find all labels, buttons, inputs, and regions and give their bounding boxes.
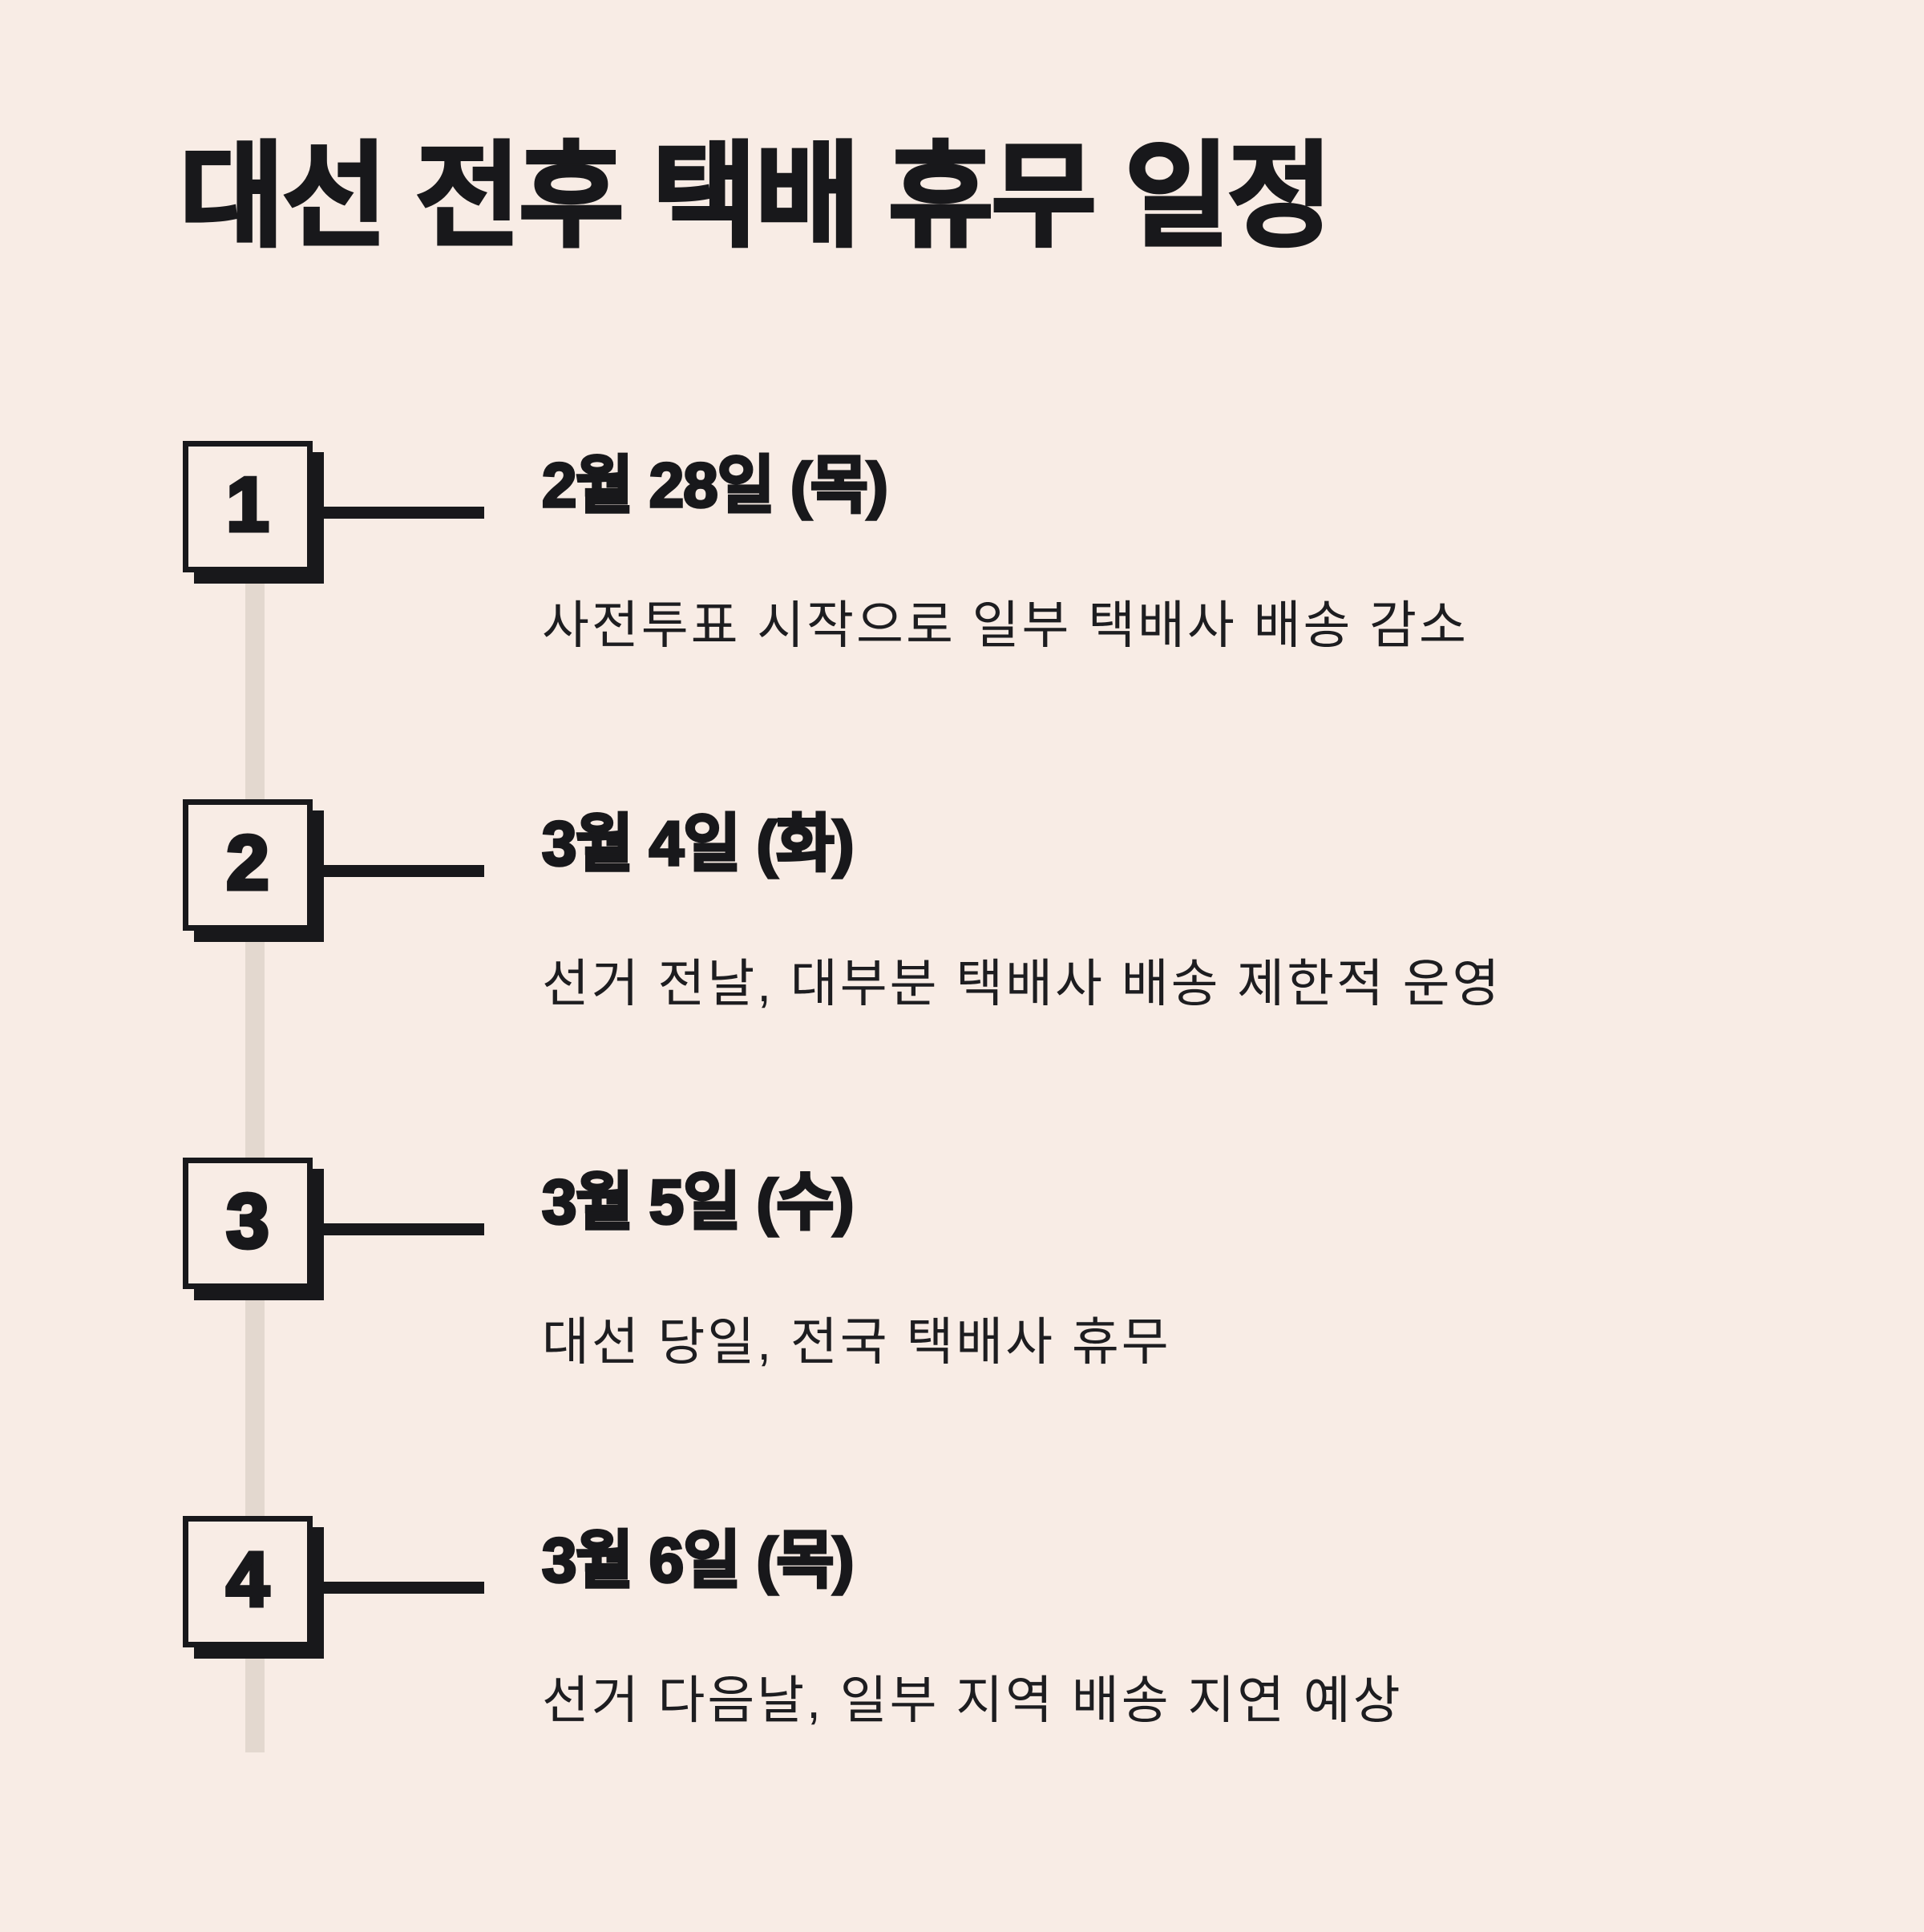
timeline-step-marker[interactable]: 3 (183, 1158, 324, 1300)
step-number: 2 (224, 820, 271, 906)
timeline-item-description: 선거 다음날, 일부 지역 배송 지연 예상 (542, 1671, 1403, 1729)
timeline-item-date: 2월 28일 (목) (540, 450, 889, 520)
connector-line (324, 507, 484, 519)
marker-box[interactable]: 1 (183, 441, 313, 572)
timeline-step-marker[interactable]: 2 (183, 799, 324, 942)
timeline-item-description: 사전투표 시작으로 일부 택배사 배송 감소 (542, 596, 1469, 654)
connector-line (324, 865, 484, 877)
connector-line (324, 1223, 484, 1235)
marker-box[interactable]: 3 (183, 1158, 313, 1289)
timeline-item-date: 3월 5일 (수) (540, 1166, 855, 1237)
timeline-item-description: 대선 당일, 전국 택배사 휴무 (542, 1313, 1171, 1371)
step-number: 4 (224, 1537, 271, 1623)
timeline-item-description: 선거 전날, 대부분 택배사 배송 제한적 운영 (542, 955, 1502, 1012)
timeline-step-marker[interactable]: 1 (183, 441, 324, 584)
page-title: 대선 전후 택배 휴무 일정 (178, 132, 1334, 261)
marker-box[interactable]: 4 (183, 1516, 313, 1647)
marker-box[interactable]: 2 (183, 799, 313, 931)
step-number: 3 (224, 1178, 271, 1264)
connector-line (324, 1582, 484, 1594)
timeline-step-marker[interactable]: 4 (183, 1516, 324, 1659)
timeline-item-date: 3월 4일 (화) (540, 808, 855, 879)
step-number: 1 (224, 462, 271, 548)
timeline-item-date: 3월 6일 (목) (540, 1525, 855, 1595)
